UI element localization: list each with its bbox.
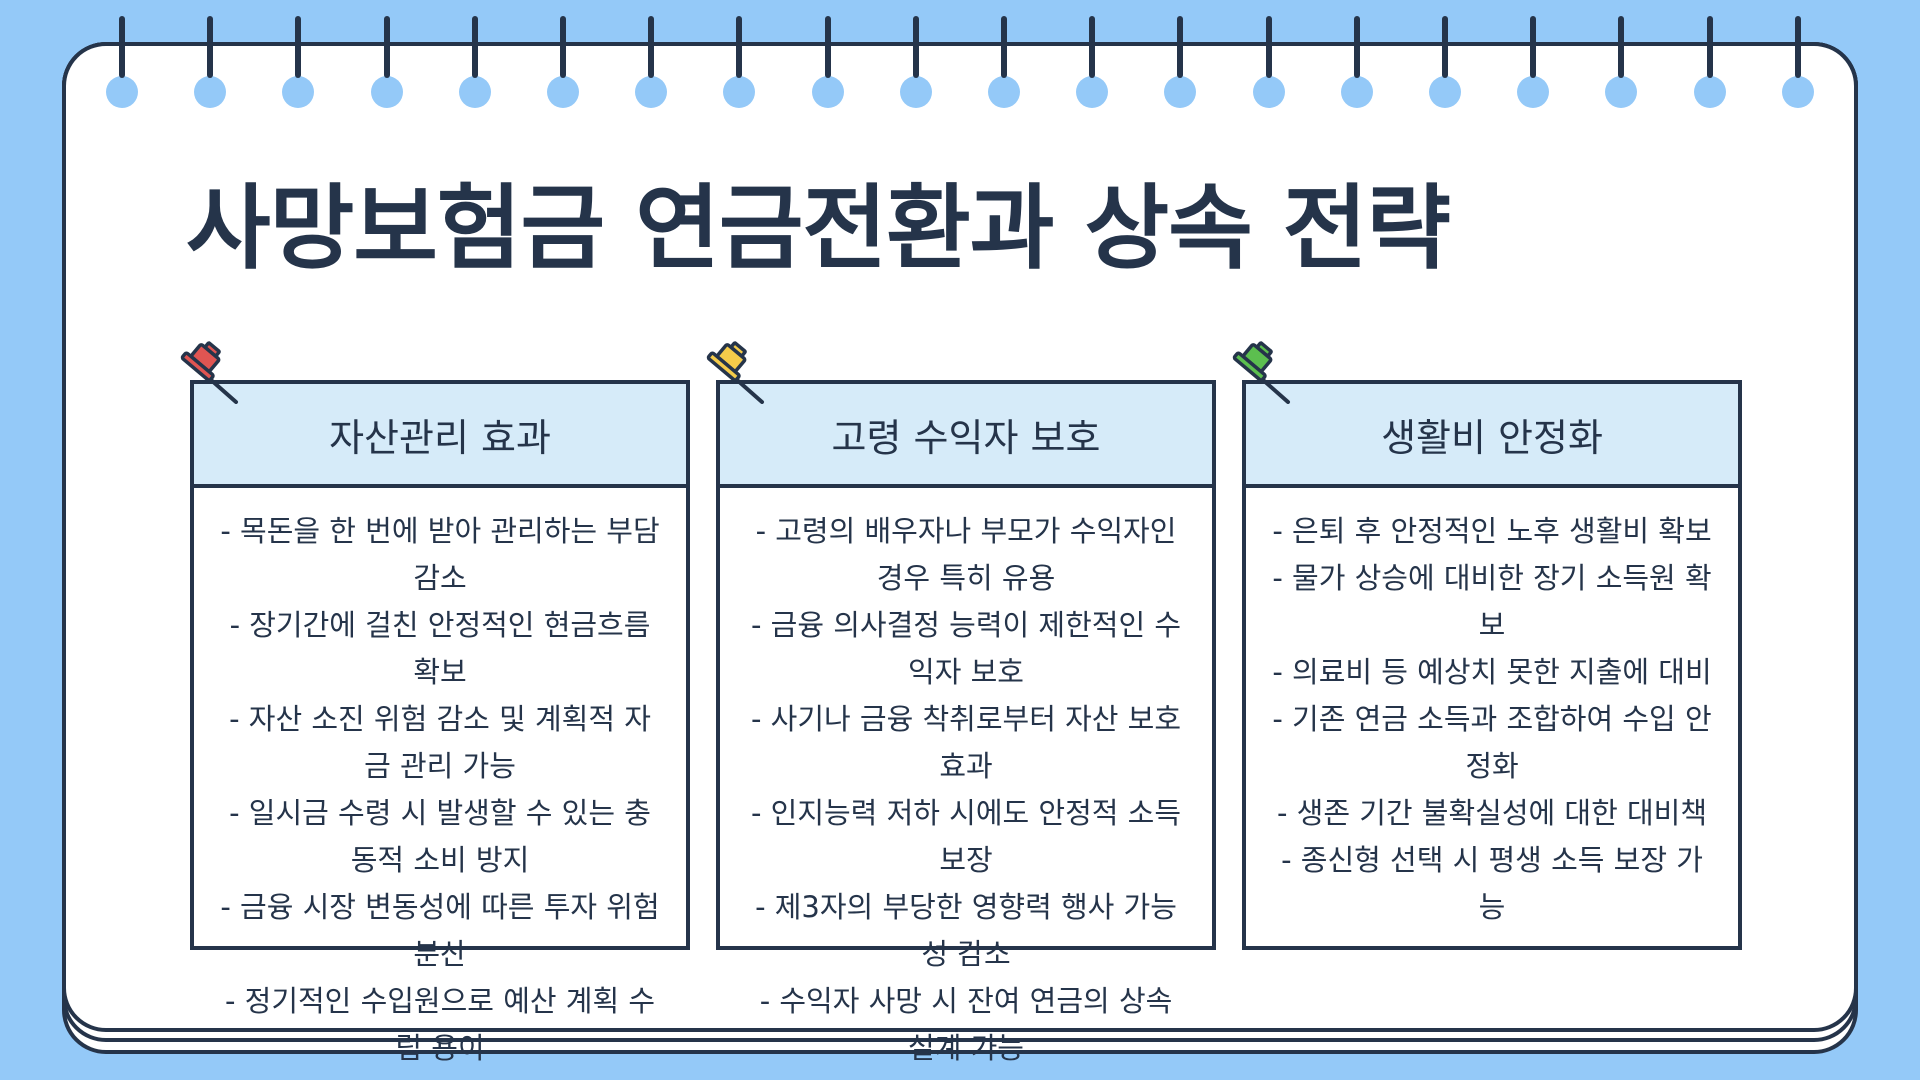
card-item: - 금융 시장 변동성에 따른 투자 위험 분산 [220, 890, 660, 971]
card-item: - 고령의 배우자나 부모가 수익자인 경우 특히 유용 [755, 514, 1177, 595]
card-item: - 목돈을 한 번에 받아 관리하는 부담 감소 [220, 514, 660, 595]
card-item: - 인지능력 저하 시에도 안정적 소득 보장 [750, 796, 1182, 877]
yellow-pushpin-icon [706, 341, 764, 404]
card-item: - 제3자의 부당한 영향력 행사 가능성 감소 [755, 890, 1177, 971]
card-title: 자산관리 효과 [194, 384, 686, 488]
card-body: - 은퇴 후 안정적인 노후 생활비 확보 - 물가 상승에 대비한 장기 소득… [1246, 488, 1738, 931]
card-item: - 정기적인 수입원으로 예산 계획 수립 용이 [224, 984, 656, 1065]
pin-head [180, 341, 221, 382]
card-body: - 목돈을 한 번에 받아 관리하는 부담 감소 - 장기간에 걸친 안정적인 … [194, 488, 686, 1072]
pin-head [706, 341, 747, 382]
green-pushpin-icon [1232, 341, 1290, 404]
card-item: - 자산 소진 위험 감소 및 계획적 자금 관리 가능 [229, 702, 651, 783]
card-living-cost-stabilization: 생활비 안정화 - 은퇴 후 안정적인 노후 생활비 확보 - 물가 상승에 대… [1242, 380, 1742, 950]
card-item: - 장기간에 걸친 안정적인 현금흐름 확보 [229, 608, 651, 689]
card-item: - 종신형 선택 시 평생 소득 보장 가능 [1281, 843, 1703, 924]
card-title: 고령 수익자 보호 [720, 384, 1212, 488]
card-item: - 물가 상승에 대비한 장기 소득원 확보 [1272, 561, 1712, 642]
card-item: - 은퇴 후 안정적인 노후 생활비 확보 [1272, 514, 1712, 548]
card-elderly-beneficiary-protection: 고령 수익자 보호 - 고령의 배우자나 부모가 수익자인 경우 특히 유용 -… [716, 380, 1216, 1065]
card-item: - 생존 기간 불확실성에 대한 대비책 [1276, 796, 1708, 830]
page-title: 사망보험금 연금전환과 상속 전략 [186, 175, 1451, 282]
card-item: - 기존 연금 소득과 조합하여 수입 안정화 [1272, 702, 1712, 783]
card-item: - 의료비 등 예상치 못한 지출에 대비 [1272, 655, 1712, 689]
card-title: 생활비 안정화 [1246, 384, 1738, 488]
card-item: - 수익자 사망 시 잔여 연금의 상속 설계 가능 [759, 984, 1173, 1065]
card-item: - 일시금 수령 시 발생할 수 있는 충동적 소비 방지 [229, 796, 651, 877]
card-item: - 사기나 금융 착취로부터 자산 보호 효과 [750, 702, 1182, 783]
card-item: - 금융 의사결정 능력이 제한적인 수익자 보호 [750, 608, 1182, 689]
red-pushpin-icon [180, 341, 238, 404]
pin-head [1232, 341, 1273, 382]
card-asset-management: 자산관리 효과 - 목돈을 한 번에 받아 관리하는 부담 감소 - 장기간에 … [190, 380, 690, 1065]
card-body: - 고령의 배우자나 부모가 수익자인 경우 특히 유용 - 금융 의사결정 능… [720, 488, 1212, 1072]
spiral-binding [0, 0, 1920, 108]
